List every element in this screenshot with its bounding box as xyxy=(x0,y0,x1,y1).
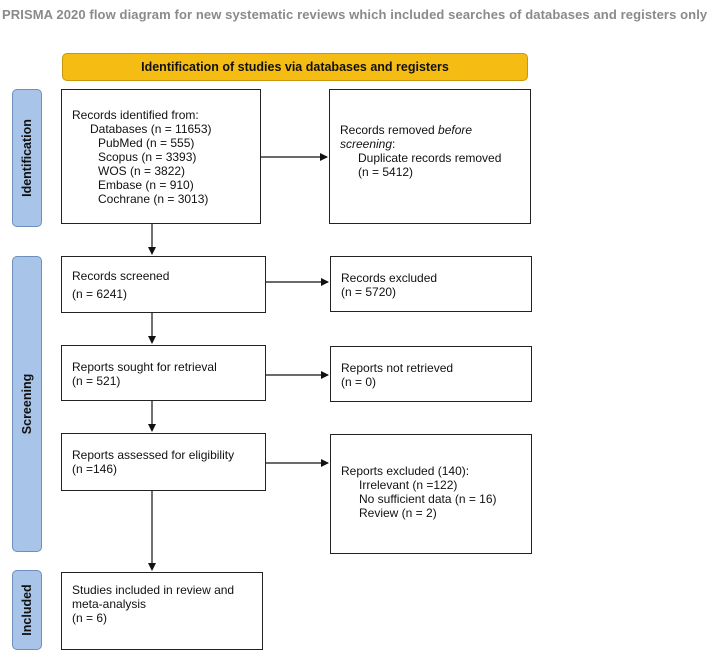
source-pubmed: PubMed (n = 555) xyxy=(98,136,195,150)
included-line1: Studies included in review and xyxy=(72,583,235,597)
assessed-count: (n =146) xyxy=(72,462,118,476)
reports-excluded-label: Reports excluded (140): xyxy=(341,464,470,478)
records-screened-box: Records screened (n = 6241) xyxy=(61,256,266,313)
removed-line2: screening: xyxy=(340,137,396,151)
phase-screening: Screening xyxy=(12,256,42,552)
removed-line1: Records removed before xyxy=(340,123,473,137)
banner-label: Identification of studies via databases … xyxy=(141,60,449,74)
records-excluded-box: Records excluded (n = 5720) xyxy=(330,256,532,312)
studies-included-box: Studies included in review and meta-anal… xyxy=(61,572,263,650)
identified-databases: Databases (n = 11653) xyxy=(90,122,212,136)
source-cochrane: Cochrane (n = 3013) xyxy=(98,192,209,206)
included-line2: meta-analysis xyxy=(72,597,147,611)
phase-included: Included xyxy=(12,570,42,650)
reports-not-retrieved-box: Reports not retrieved (n = 0) xyxy=(330,346,532,402)
source-wos: WOS (n = 3822) xyxy=(98,164,186,178)
records-identified-box: Records identified from: Databases (n = … xyxy=(61,89,261,224)
phase-identification: Identification xyxy=(12,89,42,227)
reason-no-data: No sufficient data (n = 16) xyxy=(359,492,497,506)
source-scopus: Scopus (n = 3393) xyxy=(98,150,197,164)
not-retrieved-label: Reports not retrieved xyxy=(341,361,454,375)
page-title: PRISMA 2020 flow diagram for new systema… xyxy=(2,7,707,22)
screened-label: Records screened xyxy=(72,269,170,283)
assessed-label: Reports assessed for eligibility xyxy=(72,448,235,462)
source-embase: Embase (n = 910) xyxy=(98,178,194,192)
not-retrieved-count: (n = 0) xyxy=(341,375,377,389)
reason-review: Review (n = 2) xyxy=(359,506,437,520)
screened-count: (n = 6241) xyxy=(72,287,128,301)
identified-heading: Records identified from: xyxy=(72,108,199,122)
included-count: (n = 6) xyxy=(72,611,108,625)
sought-count: (n = 521) xyxy=(72,374,121,388)
identification-banner: Identification of studies via databases … xyxy=(62,53,528,81)
reason-irrelevant: Irrelevant (n =122) xyxy=(359,478,458,492)
reports-excluded-box: Reports excluded (140): Irrelevant (n =1… xyxy=(330,434,532,554)
records-removed-box: Records removed before screening: Duplic… xyxy=(329,89,531,224)
duplicates-removed: Duplicate records removed xyxy=(358,151,502,165)
reports-assessed-box: Reports assessed for eligibility (n =146… xyxy=(61,433,266,491)
duplicates-count: (n = 5412) xyxy=(358,165,414,179)
reports-sought-box: Reports sought for retrieval (n = 521) xyxy=(61,345,266,401)
excluded-label: Records excluded xyxy=(341,271,438,285)
excluded-count: (n = 5720) xyxy=(341,285,397,299)
sought-label: Reports sought for retrieval xyxy=(72,360,217,374)
